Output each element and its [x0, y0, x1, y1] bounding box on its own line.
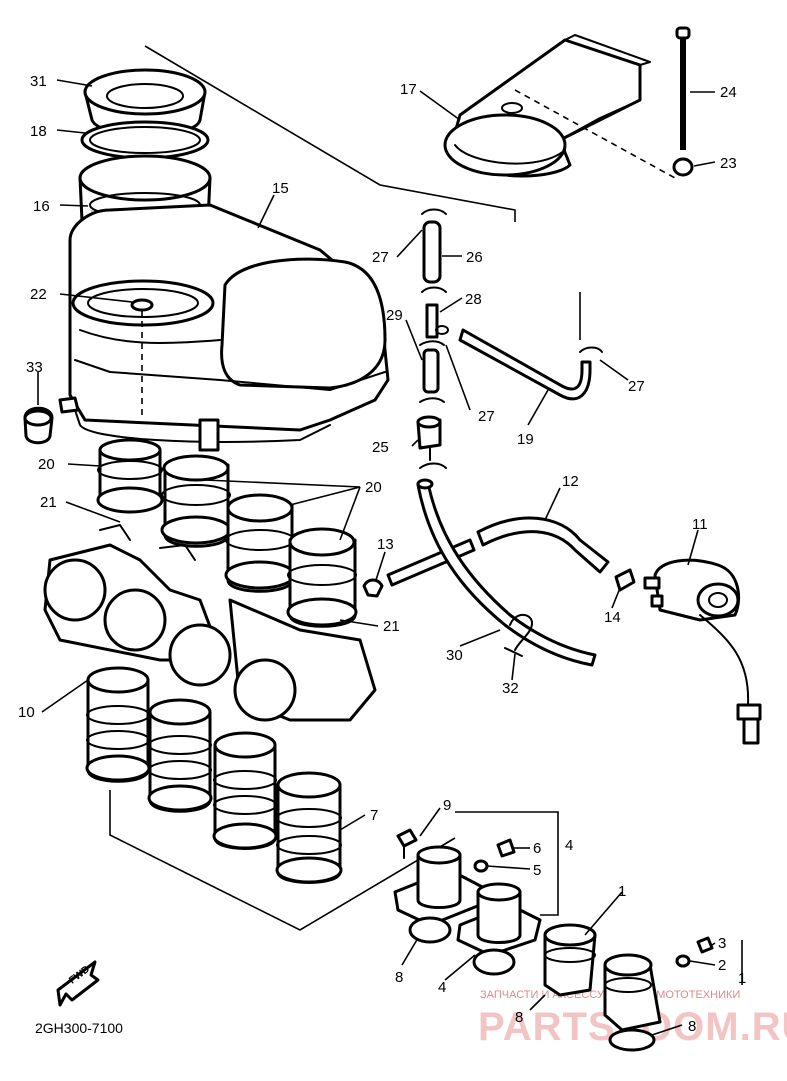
callout-1-a: 1 [618, 883, 626, 900]
callout-11: 11 [692, 516, 708, 533]
part-8-gaskets [408, 916, 656, 1052]
callout-7: 7 [370, 807, 378, 824]
callout-33: 33 [26, 359, 43, 376]
part-14-clip [614, 568, 636, 592]
part-1-joints [543, 923, 662, 1032]
callout-22: 22 [30, 286, 47, 303]
part-27-clip-right [579, 346, 603, 353]
part-11-fuel-pump [643, 558, 762, 745]
callout-labels: 31 18 16 22 33 20 21 20 21 15 17 24 23 2… [18, 73, 746, 1035]
callout-8-c: 8 [688, 1018, 696, 1035]
assembly-boundary-lines [109, 45, 581, 931]
callout-16: 16 [33, 198, 50, 215]
callout-28: 28 [465, 291, 482, 308]
part-10-7-joints [85, 666, 343, 884]
part-22-bolt [130, 298, 154, 420]
callout-31: 31 [30, 73, 47, 90]
part-20-21-carb-joints [96, 438, 358, 628]
callout-27-a: 27 [372, 249, 389, 266]
breather-assembly [416, 208, 449, 469]
part-26-hose [422, 220, 442, 284]
part-13-clip [362, 578, 384, 598]
callout-12: 12 [562, 473, 579, 490]
callout-30: 30 [446, 647, 463, 664]
callout-6: 6 [533, 840, 541, 857]
callout-3: 3 [718, 935, 726, 952]
part-17-air-duct [443, 34, 676, 179]
callout-20-b: 20 [365, 479, 382, 496]
callout-26: 26 [466, 249, 483, 266]
callout-1-b: 1 [738, 970, 746, 987]
callout-9: 9 [443, 797, 451, 814]
leader-lines [37, 79, 743, 1036]
fwd-arrow-icon: FWD [56, 960, 100, 1007]
part-29-pipe [422, 348, 440, 394]
callout-18: 18 [30, 123, 47, 140]
callout-21-b: 21 [383, 618, 400, 635]
callout-21-a: 21 [40, 494, 57, 511]
part-28-joint [425, 303, 439, 339]
callout-14: 14 [604, 609, 621, 626]
callout-32: 32 [502, 680, 519, 697]
callout-5: 5 [533, 862, 541, 879]
carburetor-bank [43, 524, 377, 722]
callout-25: 25 [372, 439, 389, 456]
callout-8-a: 8 [395, 969, 403, 986]
callout-23: 23 [720, 155, 737, 172]
callout-8-b: 8 [515, 1009, 523, 1026]
part-4-manifolds [393, 845, 542, 957]
callout-15: 15 [272, 180, 289, 197]
callout-13: 13 [377, 536, 394, 553]
part-23-nut [672, 157, 694, 177]
callout-17: 17 [400, 81, 417, 98]
part-19-hose [458, 328, 592, 401]
callout-24: 24 [720, 84, 737, 101]
part-12-30-hoses [386, 478, 610, 667]
callout-19: 19 [517, 431, 534, 448]
parts-2-3-fasteners [675, 936, 714, 968]
callout-2: 2 [718, 957, 726, 974]
callout-10: 10 [18, 704, 35, 721]
part-33-grommet [23, 406, 54, 445]
callout-29: 29 [386, 307, 403, 324]
callout-4-a: 4 [565, 837, 573, 854]
diagram-code: 2GH300-7100 [35, 1020, 123, 1036]
part-15-air-box [58, 203, 390, 452]
callout-27-b: 27 [628, 378, 645, 395]
callout-20-a: 20 [38, 456, 55, 473]
part-24-long-bolt [675, 26, 691, 150]
callout-27-c: 27 [478, 408, 495, 425]
callout-4-b: 4 [438, 979, 446, 996]
